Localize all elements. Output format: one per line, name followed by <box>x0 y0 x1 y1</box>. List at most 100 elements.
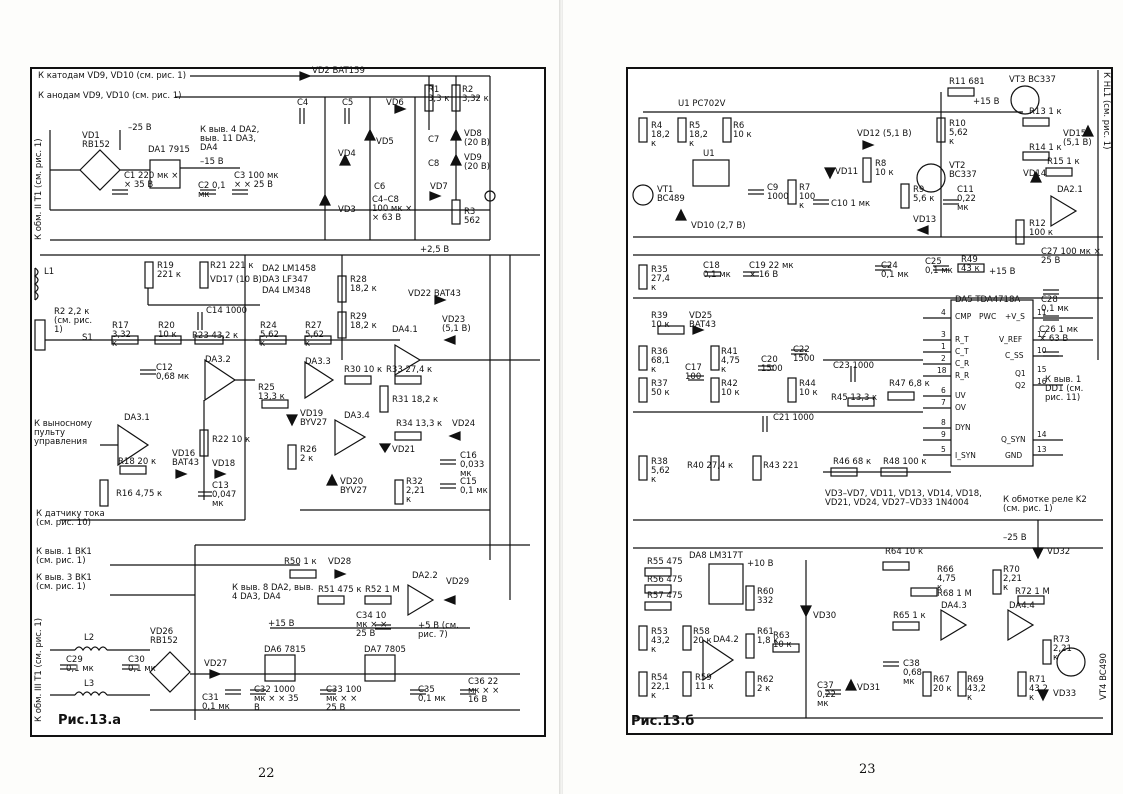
part-c7: C7 <box>428 135 440 145</box>
part-vd16: VD16 BAT43 <box>172 449 199 468</box>
part-r65: R65 1 к <box>893 611 926 621</box>
part-vd3: VD3 <box>338 205 356 215</box>
part-vd18: VD18 <box>212 459 236 469</box>
schematic-wiring-b <box>632 70 1103 719</box>
part-r40: R40 27,4 к <box>687 461 734 471</box>
part-r22: R22 10 к <box>212 435 251 445</box>
part-c12: C12 0,68 мк <box>156 363 190 382</box>
label-dd1: К выв. 1 DD1 (см. рис. 11) <box>1045 375 1084 403</box>
part-r33: R33 27,4 к <box>386 365 433 375</box>
part-r52: R52 1 М <box>365 585 400 595</box>
da5-pinnum-9: 9 <box>941 430 946 439</box>
part-vd21: VD21 <box>392 445 416 455</box>
da5-pin-rr: R_R <box>955 371 970 380</box>
da5-pinnum-6: 6 <box>941 386 946 395</box>
part-r73: R73 2,21 к <box>1053 635 1072 663</box>
part-r25: R25 13,3 к <box>258 383 285 402</box>
label-minus15: –15 В <box>200 157 224 167</box>
part-r53: R53 43,2 к <box>651 627 670 655</box>
part-r11: R11 681 <box>949 77 985 87</box>
part-c17: C17 100 <box>685 363 702 382</box>
part-r1: R1 3,3 к <box>428 85 450 104</box>
part-u1: U1 PC702V <box>678 99 726 109</box>
part-vd7: VD7 <box>430 182 448 192</box>
part-da3ic: DA3 LF347 <box>262 275 309 285</box>
part-r23: R23 43,2 к <box>192 331 239 341</box>
part-r45: R45 13,3 к <box>831 393 878 403</box>
da5-pin-ov: OV <box>955 403 966 412</box>
part-vd28: VD28 <box>328 557 352 567</box>
part-vd33: VD33 <box>1053 689 1077 699</box>
part-c4c8: C4–C8 100 мк × × 63 В <box>372 195 413 223</box>
part-vd11: VD11 <box>835 167 859 177</box>
label-current-sensor: К датчику тока (см. рис. 10) <box>36 509 105 528</box>
part-r7: R7 100 к <box>799 183 816 211</box>
part-c5: C5 <box>342 98 354 108</box>
page-number-left: 22 <box>258 766 275 781</box>
da5-pinnum-5: 5 <box>941 445 946 454</box>
part-r66: R66 4,75 к <box>937 565 956 593</box>
label-relay: К обмотке реле K2 (см. рис. 1) <box>1003 495 1087 514</box>
part-r43: R43 221 <box>763 461 799 471</box>
part-da6: DA6 7815 <box>264 645 306 655</box>
part-r29: R29 18,2 к <box>350 312 377 331</box>
part-da8: DA8 LM317T <box>689 551 743 561</box>
part-r41: R41 4,75 к <box>721 347 740 375</box>
part-c28: C28 0,1 мк <box>1041 295 1069 314</box>
part-c26: C26 1 мк × 63 В <box>1039 325 1079 344</box>
part-vt1: VT1 BC489 <box>657 185 685 204</box>
part-c3: C3 100 мк × × 25 В <box>234 171 279 190</box>
part-r30: R30 10 к <box>344 365 383 375</box>
part-c13: C13 0,047 мк <box>212 481 237 509</box>
part-r51: R51 475 к <box>318 585 362 595</box>
part-c8: C8 <box>428 159 440 169</box>
part-r42: R42 10 к <box>721 379 740 398</box>
label-bk1-1: К выв. 1 BK1 (см. рис. 1) <box>36 547 92 566</box>
part-vd20: VD20 BYV27 <box>340 477 368 496</box>
part-vd13: VD13 <box>913 215 937 225</box>
part-vd8: VD8 (20 В) <box>464 129 490 148</box>
part-vd2: VD2 BAT159 <box>312 66 365 76</box>
part-vd31: VD31 <box>857 683 881 693</box>
label-da-pins8: К выв. 8 DA2, выв. 4 DA3, DA4 <box>232 583 314 602</box>
part-r55: R55 475 <box>647 557 683 567</box>
da5-pinnum-8: 8 <box>941 418 946 427</box>
part-c36: C36 22 мк × × 16 В <box>468 677 500 705</box>
side-label-winding-iii: К обм. III T1 (см. рис. 1) <box>34 617 44 722</box>
part-r71: R71 43,2 к <box>1029 675 1048 703</box>
part-vd10: VD10 (2,7 В) <box>691 221 746 231</box>
part-c1: C1 220 мк × × 35 В <box>124 171 179 190</box>
right-page: CMP R_T C_T C_R R_R UV OV DYN I_SYN PWC … <box>563 0 1123 794</box>
part-vd14: VD14 <box>1023 169 1047 179</box>
side-label-vt4: VT4 BC490 <box>1099 653 1109 700</box>
part-r50: R50 1 к <box>284 557 317 567</box>
part-r12: R12 100 к <box>1029 219 1054 238</box>
part-r26: R26 2 к <box>300 445 317 464</box>
part-r32: R32 2,21 к <box>406 477 425 505</box>
da5-pinnum-3: 3 <box>941 330 946 339</box>
part-c38: C38 0,68 мк <box>903 659 922 687</box>
part-r62: R62 2 к <box>757 675 774 694</box>
part-r63: R63 10 к <box>773 631 792 650</box>
part-r46: R46 68 к <box>833 457 872 467</box>
da5-pin-vref: V_REF <box>999 335 1023 344</box>
part-vd26: VD26 RB152 <box>150 627 178 646</box>
part-vd1: VD1 RB152 <box>82 131 110 150</box>
left-page: К катодам VD9, VD10 (см. рис. 1) К анода… <box>0 0 560 794</box>
da5-pin-rt: R_T <box>955 335 969 344</box>
part-r2: R2 3,32 к <box>462 85 489 104</box>
part-c25: C25 0,1 мк <box>925 257 953 276</box>
da5-pinnum-11: 11 <box>1037 308 1047 317</box>
da5-pin-ct: C_T <box>955 347 969 356</box>
part-vd27: VD27 <box>204 659 228 669</box>
part-r19: R19 221 к <box>157 261 182 280</box>
da5-pin-uv: UV <box>955 391 966 400</box>
part-c20: C20 1500 <box>761 355 783 374</box>
label-diode-list: VD3–VD7, VD11, VD13, VD14, VD18, VD21, V… <box>825 489 982 508</box>
part-da22: DA2.2 <box>412 571 438 581</box>
part-r8: R8 10 к <box>875 159 894 178</box>
label-minus25-r: –25 В <box>1003 533 1027 543</box>
da5-pin-gnd: GND <box>1005 451 1023 460</box>
label-plus15-r: +15 В <box>989 267 1016 277</box>
part-r35: R35 27,4 к <box>651 265 670 293</box>
